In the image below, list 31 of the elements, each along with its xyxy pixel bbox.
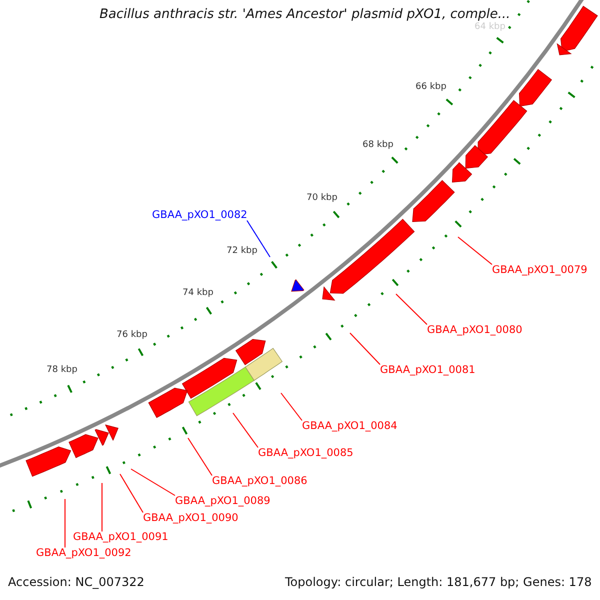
gene-label: GBAA_pXO1_0081	[380, 364, 476, 375]
gene-label: GBAA_pXO1_0079	[492, 264, 588, 275]
leader-line	[64, 498, 66, 548]
leader-line	[120, 474, 144, 513]
summary-text: Topology: circular; Length: 181,677 bp; Genes: 178	[285, 576, 592, 588]
scale-label: 72 kbp	[226, 246, 258, 256]
scale-label: 68 kbp	[362, 140, 394, 150]
leader-line	[280, 392, 302, 421]
scale-label: 66 kbp	[416, 82, 446, 92]
accession-text: Accession: NC_007322	[8, 576, 144, 588]
gene-label: GBAA_pXO1_0091	[73, 532, 168, 542]
title: Bacillus anthracis str. 'Ames Ancestor' plasmid pXO1, comple...	[100, 8, 510, 21]
leader-line	[232, 412, 258, 448]
gene-label: GBAA_pXO1_0085	[258, 448, 354, 458]
gene-label: GBAA_pXO1_0082	[152, 210, 248, 220]
leader-line	[246, 220, 270, 258]
gene-label: GBAA_pXO1_0080	[427, 324, 522, 335]
scale-label: 78 kbp	[46, 366, 78, 374]
leader-line	[350, 332, 380, 365]
gene-label: GBAA_pXO1_0086	[212, 476, 308, 486]
gene-label: GBAA_pXO1_0092	[36, 548, 132, 558]
gene-label: GBAA_pXO1_0084	[302, 420, 398, 431]
leader-line	[396, 294, 428, 325]
gene-label: GBAA_pXO1_0089	[175, 496, 270, 506]
scale-label: 74 kbp	[182, 288, 214, 298]
gene-label: GBAA_pXO1_0090	[143, 512, 238, 523]
leader-line	[130, 468, 176, 496]
leader-line	[458, 236, 492, 265]
scale-label: 70 kbp	[306, 194, 338, 202]
leader-line	[188, 438, 212, 476]
scale-label: 76 kbp	[116, 330, 148, 340]
